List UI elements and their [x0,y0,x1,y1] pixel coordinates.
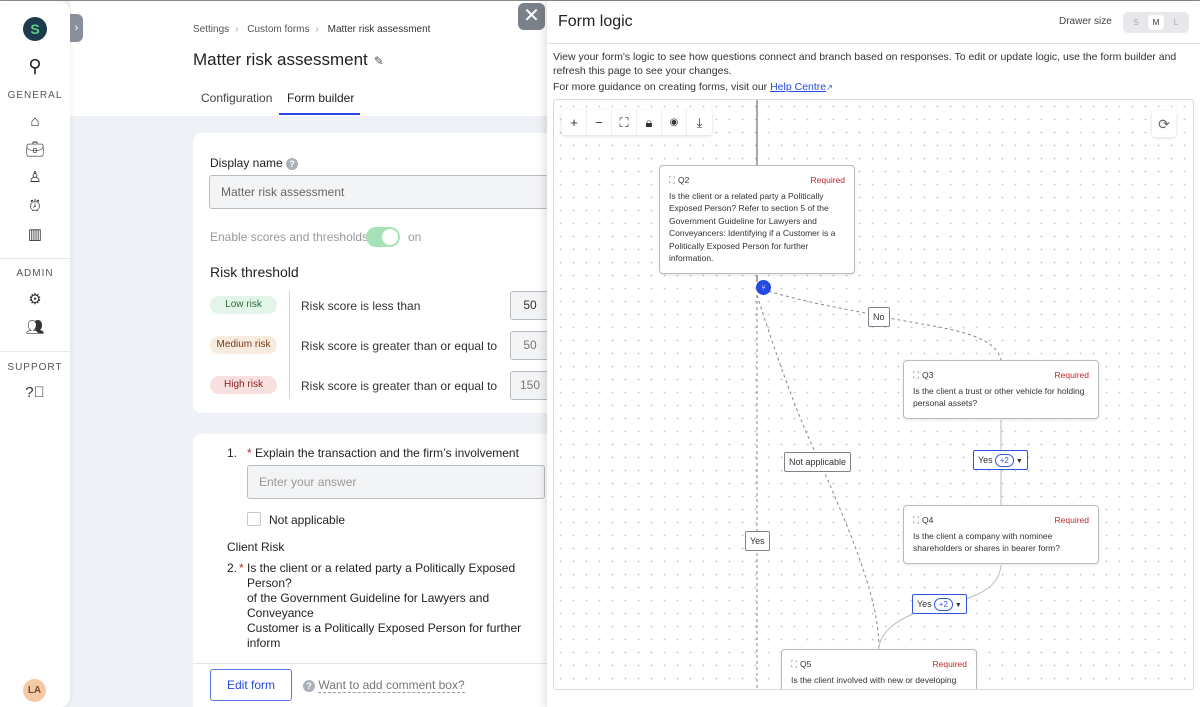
canvas-toolbar: + − ⛶ 🔒︎ ◉ ⤓ [562,110,712,135]
settings-icon[interactable]: ⚙ [28,291,42,308]
page-header [70,1,550,116]
breadcrumb-settings[interactable]: Settings [193,24,230,35]
drawer-guidance: For more guidance on creating forms, vis… [553,81,833,93]
question-icon: ⛶ [913,370,919,380]
q1-answer-input[interactable]: Enter your answer [247,465,545,499]
section-admin: ADMIN [16,268,54,279]
report-icon[interactable]: ▥ [27,226,43,243]
drawer-size-label: Drawer size [1059,16,1112,27]
low-risk-rule: Risk score is less than [301,299,421,313]
display-name-input[interactable]: Matter risk assessment [209,175,554,209]
scores-toggle[interactable] [366,227,400,247]
question-icon: ⛶ [669,175,675,185]
zoom-in-icon[interactable]: + [562,110,587,135]
risk-threshold-title: Risk threshold [210,264,299,280]
edge-label-yes: Yes [745,531,770,551]
expand-sidebar-button[interactable]: › [70,14,83,42]
size-m[interactable]: M [1148,15,1164,30]
q2-label: *Is the client or a related party a Poli… [239,561,522,650]
high-risk-badge: High risk [210,376,277,394]
chevron-down-icon: ▼ [954,602,962,609]
low-risk-value[interactable]: 50 [510,291,550,320]
question-icon: ⛶ [913,515,919,525]
help-icon: ? [286,158,299,170]
drawer-title: Form logic [558,13,633,30]
medium-risk-rule: Risk score is greater than or equal to [301,339,498,353]
users-icon[interactable]: 👥︎ [25,319,45,336]
drawer-size-selector: S M L [1123,12,1189,33]
medium-risk-value[interactable]: 50 [510,331,550,360]
high-risk-value[interactable]: 150 [510,371,550,400]
high-risk-rule: Risk score is greater than or equal to [301,379,498,393]
comment-box-link[interactable]: ? Want to add comment box? [303,678,465,693]
tab-configuration[interactable]: Configuration [201,91,273,105]
edge-label-q3-yes[interactable]: Yes+2▼ [973,450,1028,470]
close-drawer-button[interactable]: ✕ [518,3,545,30]
visibility-icon[interactable]: ◉ [662,110,687,135]
edge-not-applicable [756,294,880,650]
section-general: GENERAL [7,90,63,101]
edge-label-q4-yes[interactable]: Yes+2▼ [912,594,967,614]
q1-label: * Explain the transaction and the firm’s… [247,446,519,460]
search-icon[interactable]: ⚲ [17,51,53,81]
external-link-icon: ↗ [826,83,833,92]
refresh-icon[interactable]: ⟳ [1152,111,1176,137]
form-logic-drawer: Form logic Drawer size S M L View your f… [547,1,1200,707]
download-icon[interactable]: ⤓ [696,115,703,130]
help-icon: ? [303,680,315,692]
breadcrumb-current: Matter risk assessment [327,24,431,35]
edge-label-no: No [868,307,890,327]
lock-icon[interactable]: 🔒︎ [637,110,662,135]
chevron-down-icon: ▼ [1015,458,1023,465]
scores-label: Enable scores and thresholds [210,230,369,244]
not-applicable-checkbox[interactable] [247,512,261,526]
app-logo[interactable]: S [23,17,47,41]
breadcrumb: Settings› Custom forms› Matter risk asse… [193,24,431,35]
drawer-description: View your form's logic to see how questi… [553,51,1177,77]
sidebar: S ⚲ GENERAL ⌂ 💼︎ ♙ ⏰︎ ▥ ADMIN ⚙ 👥︎ SUPPO… [0,1,70,707]
help-centre-link[interactable]: Help Centre [770,81,827,93]
avatar[interactable]: LA [23,679,46,702]
zoom-out-icon[interactable]: − [587,110,612,135]
page-title: Matter risk assessment✎ [193,50,384,69]
not-applicable-label: Not applicable [269,513,346,527]
branch-icon[interactable]: ⑂ [756,280,771,295]
question-icon: ⛶ [791,659,797,669]
size-l[interactable]: L [1173,18,1179,27]
section-title: Client Risk [227,540,285,554]
help-icon[interactable]: ?⃝ [25,384,45,401]
breadcrumb-custom-forms[interactable]: Custom forms [247,24,310,35]
q1-number: 1. [227,446,238,460]
low-risk-badge: Low risk [210,296,277,314]
q2-number: 2. [227,561,238,575]
section-support: SUPPORT [7,362,63,373]
edge-label-not-applicable: Not applicable [784,452,852,472]
edit-title-icon[interactable]: ✎ [373,54,384,68]
tab-form-builder[interactable]: Form builder [287,91,355,105]
edit-form-button[interactable]: Edit form [210,669,292,701]
home-icon[interactable]: ⌂ [30,113,40,130]
scores-state: on [408,230,422,244]
display-name-label: Display name ? [210,156,299,170]
person-icon[interactable]: ♙ [28,169,42,186]
size-s[interactable]: S [1133,18,1139,27]
alarm-icon[interactable]: ⏰︎ [29,198,41,215]
fit-view-icon[interactable]: ⛶ [612,110,637,135]
briefcase-icon[interactable]: 💼︎ [25,141,45,158]
medium-risk-badge: Medium risk [210,336,277,354]
